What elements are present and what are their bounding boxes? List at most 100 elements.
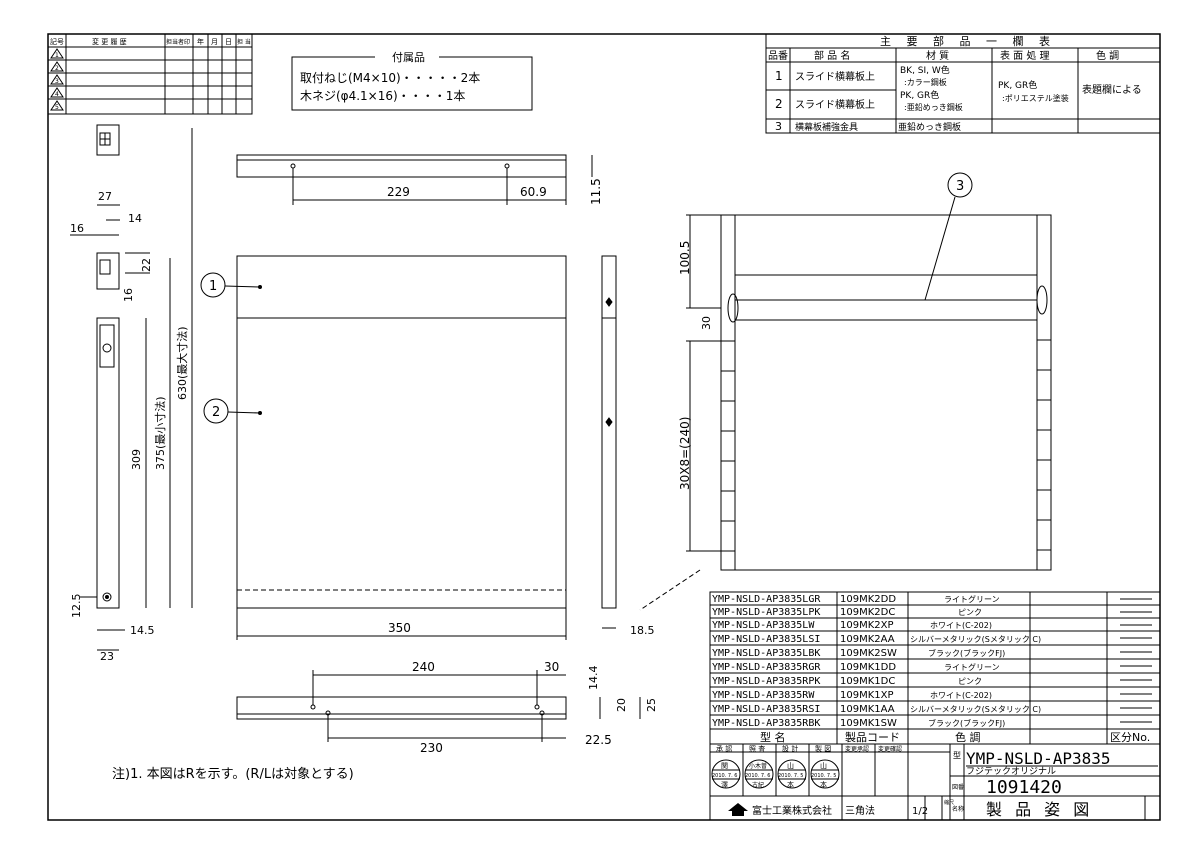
stamp-1-date: 2010. 7. 6	[712, 773, 737, 779]
stamp-1-top: 関	[721, 762, 728, 770]
balloon-3: 3	[956, 179, 964, 194]
sheet-border	[47, 33, 1161, 821]
stamp-3-bottom: 本	[787, 780, 794, 789]
stamp-3-date: 2010. 7. 5	[778, 773, 803, 779]
title-block-text: 承 認 照 査 設 計 製 図 変更承認 変更確認 関 2010. 7. 6 澤…	[711, 744, 1158, 819]
dim-60-9: 60.9	[520, 185, 547, 199]
parts-h-finish: 表 面 処 理	[1000, 49, 1050, 62]
model-code-6: 109MK1DD	[840, 662, 896, 673]
drawing-no-label: 図番	[952, 784, 964, 791]
company-name: 富士工業株式会社	[752, 804, 832, 817]
model-color-7: ピンク	[958, 677, 982, 686]
rev-h-mark: 記号	[50, 37, 64, 46]
material-line-4: :亜鉛めっき鋼板	[904, 102, 963, 112]
model-color-6: ライトグリーン	[944, 662, 1000, 672]
model-label: 型	[953, 751, 961, 760]
dim-100-5: 100.5	[678, 241, 692, 275]
rev-h-day: 日	[225, 38, 232, 46]
name-label: 名称	[952, 805, 964, 813]
balloon-2: 2	[212, 405, 220, 420]
parts-h-color: 色 調	[1096, 49, 1119, 62]
model-code-2: 109MK2DC	[840, 607, 895, 618]
rev-h-year: 年	[197, 37, 204, 46]
dim-27: 27	[98, 190, 112, 203]
model-h-model: 型 名	[760, 730, 786, 744]
model-color-3: ホワイト(C-202)	[930, 621, 992, 630]
model-code-4: 109MK2AA	[840, 634, 895, 645]
dim-350: 350	[388, 621, 411, 635]
model-h-code: 製品コード	[845, 730, 900, 744]
dim-11-5: 11.5	[589, 178, 603, 205]
bottom-view: 240 30 230 22.5 14.4 20 25	[236, 660, 658, 755]
stamp-2: 小木曽 2010. 7. 6 古紀	[744, 759, 774, 789]
parts-color-note: 表題欄による	[1082, 83, 1142, 96]
model-rows: YMP-NSLD-AP3835LGR 109MK2DD ライトグリーン YMP-…	[712, 594, 1150, 744]
role-design: 設 計	[782, 744, 798, 753]
dim-14-5: 14.5	[130, 624, 155, 637]
accessories-box: 付属品 取付ねじ(M4×10)・・・・・2本 木ネジ(φ4.1×16)・・・・1…	[291, 51, 533, 111]
model-color-8: ホワイト(C-202)	[930, 691, 992, 700]
dim-12-5: 12.5	[70, 594, 83, 619]
scale-value: 1/2	[912, 806, 928, 817]
rev-h-month: 月	[211, 38, 218, 46]
projection-method: 三角法	[845, 804, 875, 817]
model-code-10: 109MK1SW	[840, 718, 897, 729]
dim-16a: 16	[70, 222, 84, 235]
model-code-9: 109MK1AA	[840, 704, 895, 715]
dim-30x8: 30X8=(240)	[678, 417, 692, 490]
dim-230: 230	[420, 741, 443, 755]
part-3-name: 横幕板補強金具	[795, 121, 858, 133]
model-code-1: 109MK2DD	[840, 594, 896, 605]
model-color-1: ライトグリーン	[944, 594, 1000, 604]
model-name-9: YMP-NSLD-AP3835RSI	[712, 704, 820, 715]
stamp-2-date: 2010. 7. 6	[745, 773, 770, 779]
stamp-4-top: 山	[820, 761, 827, 770]
dim-14-4: 14.4	[587, 666, 600, 691]
dim-30b: 30	[700, 316, 713, 330]
title-model-name: YMP-NSLD-AP3835	[966, 749, 1111, 768]
balloon-1: 1	[209, 279, 217, 294]
accessory-line-2: 木ネジ(φ4.1×16)・・・・1本	[300, 89, 465, 103]
model-name-7: YMP-NSLD-AP3835RPK	[712, 676, 820, 687]
side-view: 27 14 16 22 16 309 375(最小寸法) 630(最大寸法) 1…	[70, 124, 193, 663]
model-name-6: YMP-NSLD-AP3835RGR	[712, 662, 821, 673]
stamp-4-date: 2010. 7. 5	[811, 773, 836, 779]
parts-title: 主 要 部 品 一 欄 表	[880, 34, 1056, 48]
top-view: 229 60.9 11.5	[236, 154, 603, 205]
dim-309: 309	[130, 449, 143, 470]
stamp-2-top: 小木曽	[749, 762, 767, 770]
dim-18-5: 18.5	[630, 624, 655, 637]
revision-triangles: 1 2 3 4 5	[50, 48, 64, 111]
stamp-2-bottom: 古紀	[752, 781, 764, 789]
role-check: 照 査	[749, 744, 765, 753]
role-change-approve: 変更承認	[845, 745, 869, 753]
model-color-10: ブラック(ブラックFJ)	[928, 718, 1005, 728]
dim-229: 229	[387, 185, 410, 199]
model-name-2: YMP-NSLD-AP3835LPK	[712, 607, 820, 618]
part-2-name: スライド横幕板上	[795, 98, 875, 111]
model-name-1: YMP-NSLD-AP3835LGR	[712, 594, 821, 605]
part-3-no: 3	[775, 120, 782, 133]
rev-h-person: 担 当	[237, 38, 251, 46]
parts-table-text: 主 要 部 品 一 欄 表 品番 部 品 名 材 質 表 面 処 理 色 調 1…	[768, 34, 1142, 133]
role-approve: 承 認	[716, 744, 732, 753]
drawing-number: 1091420	[986, 777, 1062, 798]
dim-375: 375(最小寸法)	[153, 396, 167, 470]
revision-table	[47, 33, 253, 115]
company-logo	[728, 803, 748, 816]
revision-headers: 記号 変 更 履 歴 担当者印 年 月 日 担 当	[50, 37, 251, 46]
edge-view: 18.5	[601, 255, 655, 637]
part-1-name: スライド横幕板上	[795, 70, 875, 83]
drawing-name: 製 品 姿 図	[986, 800, 1093, 819]
rev-mark-5: 5	[55, 104, 59, 111]
stamp-1: 関 2010. 7. 6 澤	[711, 759, 741, 789]
stamp-4: 山 2010. 7. 5 本	[810, 759, 840, 789]
rev-h-stamp: 担当者印	[166, 38, 190, 46]
front-view: 350	[236, 255, 567, 640]
model-h-color: 色 調	[955, 730, 981, 744]
model-code-3: 109MK2XP	[840, 620, 894, 631]
dim-22-5: 22.5	[585, 733, 612, 747]
dim-30a: 30	[544, 660, 559, 674]
title-block	[709, 743, 1161, 821]
role-change-confirm: 変更確認	[878, 745, 902, 753]
